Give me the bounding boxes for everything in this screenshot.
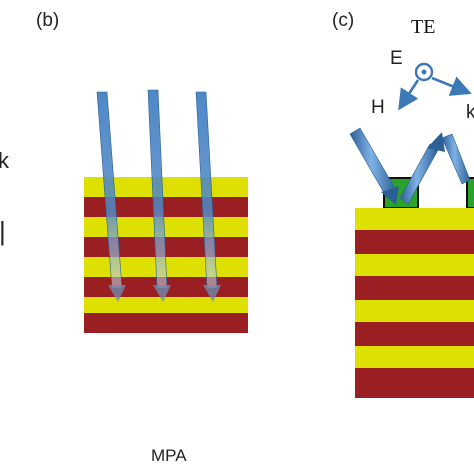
e-field-label: E — [390, 48, 403, 69]
left-edge-k-fragment: k — [0, 148, 10, 173]
stripe-yellow — [355, 346, 474, 368]
stripe-red — [84, 313, 248, 333]
reflected-arrow-c — [399, 132, 445, 205]
incident-arrow-c — [349, 127, 399, 205]
left-edge-bar-fragment: | — [0, 216, 6, 246]
panel-c-multilayer-stack — [355, 208, 474, 398]
panel-c-label: (c) — [332, 10, 354, 31]
e-field-out-of-plane-icon — [414, 62, 434, 82]
stripe-red — [355, 368, 474, 398]
incident-arrow-c-2 — [441, 133, 471, 185]
panel-b-caption: MPA — [151, 446, 187, 465]
panel-b-label: (b) — [36, 10, 59, 31]
stripe-red — [355, 322, 474, 346]
panel-c: (c) TE E H k — [332, 10, 474, 398]
panel-b-incident-arrow-1 — [96, 91, 126, 302]
k-field-label-partial: k — [466, 102, 474, 123]
stripe-red — [355, 230, 474, 254]
stripe-yellow — [355, 208, 474, 230]
stripe-yellow — [84, 297, 248, 313]
stripe-red — [355, 276, 474, 300]
panel-b-incident-arrow-3 — [195, 91, 221, 302]
k-vector-arrow — [431, 76, 472, 96]
te-mode-label: TE — [411, 16, 435, 38]
stripe-yellow — [355, 300, 474, 322]
panel-b-incident-arrow-2 — [147, 89, 171, 302]
h-field-label: H — [371, 97, 385, 118]
green-particle-2 — [466, 177, 474, 209]
h-field-arrow — [398, 79, 420, 111]
panel-b-multilayer-stack — [84, 177, 248, 333]
panel-b: (b) MPA — [36, 10, 248, 465]
stripe-yellow — [355, 254, 474, 276]
